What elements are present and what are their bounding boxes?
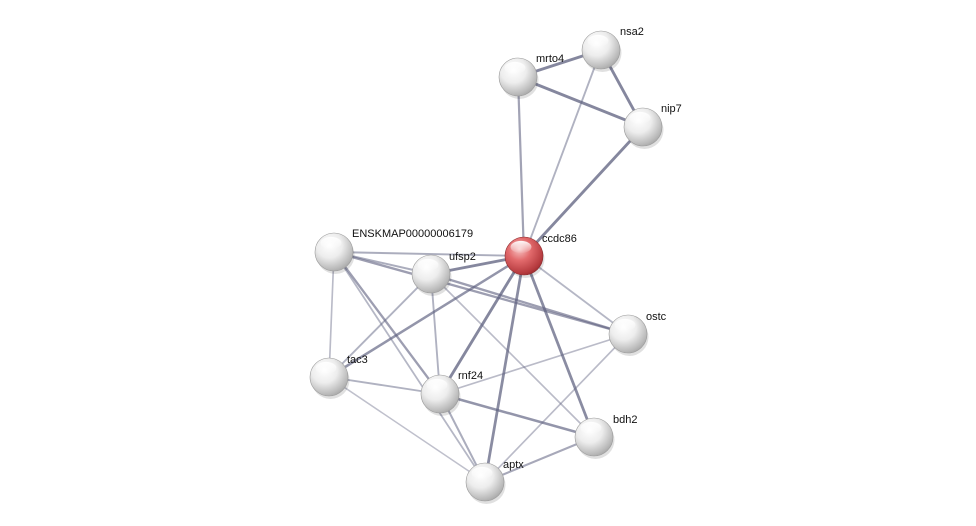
node-nsa2[interactable]: nsa2 [581,26,644,72]
node-label-nsa2: nsa2 [620,26,644,38]
node-label-bdh2: bdh2 [613,414,637,426]
node-highlight [320,236,342,250]
node-highlight [587,34,609,48]
edge-mrto4-ccdc86[interactable] [516,75,526,258]
edge-rnf24-ccdc86[interactable] [438,254,526,396]
node-label-ostc: ostc [646,311,667,323]
edge-aptx-bdh2[interactable] [483,435,596,484]
edge-ufsp2-tac3[interactable] [328,273,432,378]
node-label-nip7: nip7 [661,103,682,115]
edges-layer [327,48,645,484]
edge-tac3-aptx[interactable] [328,376,486,483]
edge-ufsp2-bdh2[interactable] [430,273,595,438]
node-label-mrto4: mrto4 [536,53,564,65]
edge-enskmap6179-ostc[interactable] [332,250,630,336]
edge-tac3-ccdc86[interactable] [327,254,526,379]
node-highlight [580,421,602,435]
edge-enskmap6179-ccdc86[interactable] [333,251,525,257]
node-highlight [315,361,337,375]
edge-ostc-ccdc86[interactable] [523,255,629,335]
node-highlight [426,378,448,392]
node-label-tac3: tac3 [347,354,368,366]
node-ccdc86[interactable]: ccdc86 [504,233,577,278]
node-enskmap6179[interactable]: ENSKMAP00000006179 [314,228,473,274]
node-label-rnf24: rnf24 [458,370,483,382]
node-ostc[interactable]: ostc [608,311,667,356]
edge-nsa2-ccdc86[interactable] [523,49,602,257]
edge-ufsp2-ostc[interactable] [429,272,630,336]
node-nip7[interactable]: nip7 [623,103,682,149]
edge-enskmap6179-aptx[interactable] [333,251,486,483]
node-aptx[interactable]: aptx [465,459,524,504]
edge-rnf24-bdh2[interactable] [438,392,596,439]
node-label-aptx: aptx [503,459,524,471]
edge-enskmap6179-tac3[interactable] [328,251,335,378]
node-highlight [417,258,439,272]
node-highlight [510,240,532,254]
edge-bdh2-ccdc86[interactable] [522,254,596,439]
node-tac3[interactable]: tac3 [309,354,368,399]
node-label-ccdc86: ccdc86 [542,233,577,245]
edge-rnf24-ostc[interactable] [439,333,629,395]
edge-mrto4-nip7[interactable] [516,75,645,129]
node-ufsp2[interactable]: ufsp2 [411,251,476,296]
node-highlight [471,466,493,480]
node-bdh2[interactable]: bdh2 [574,414,637,459]
edge-ufsp2-rnf24[interactable] [430,273,441,395]
node-label-ufsp2: ufsp2 [449,251,476,263]
edge-enskmap6179-rnf24[interactable] [332,250,442,396]
node-mrto4[interactable]: mrto4 [498,53,564,99]
edge-nip7-ccdc86[interactable] [522,125,645,258]
node-label-enskmap6179: ENSKMAP00000006179 [352,228,473,240]
node-highlight [629,111,651,125]
node-highlight [614,318,636,332]
node-highlight [504,61,526,75]
node-rnf24[interactable]: rnf24 [420,370,483,416]
edge-aptx-ccdc86[interactable] [483,254,526,484]
edge-aptx-ostc[interactable] [484,333,629,483]
